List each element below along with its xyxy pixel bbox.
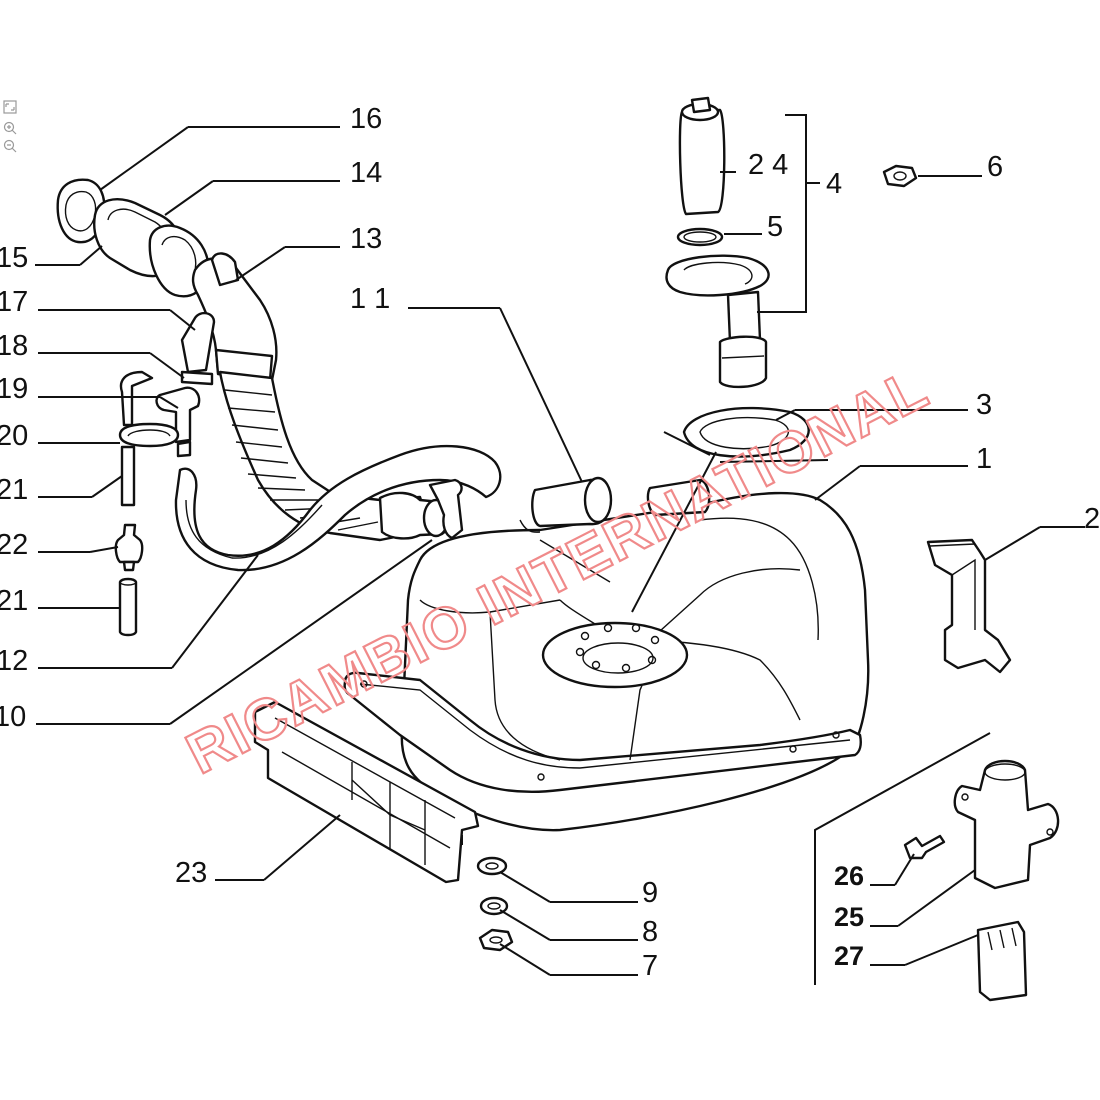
- callout-21-upper: 21: [0, 474, 28, 506]
- callout-labels: 16 14 15 13 1 1 17 18 19 20 21 22 21 1 2 …: [0, 103, 1100, 982]
- callout-7: 7: [642, 950, 658, 982]
- callout-21-lower: 21: [0, 585, 28, 617]
- zoom-in-icon[interactable]: [3, 121, 17, 135]
- callout-6: 6: [987, 151, 1003, 183]
- inset-frame: [814, 732, 991, 985]
- connector-27: [976, 920, 1028, 1002]
- breather-pipe: [174, 444, 502, 572]
- fuel-filter-22: [114, 523, 144, 572]
- sensor-25: [953, 759, 1060, 890]
- callout-3: 3: [976, 389, 992, 421]
- fuel-pump-4: [665, 96, 770, 389]
- callout-4: 4: [826, 168, 842, 200]
- callout-1: 1: [976, 443, 992, 475]
- support-plate-23: [253, 700, 480, 884]
- filler-neck: [519, 476, 711, 533]
- leader-lines: [35, 114, 1085, 976]
- callout-12: 12: [0, 645, 28, 677]
- fit-icon[interactable]: [3, 100, 17, 114]
- callout-16: 16: [350, 103, 382, 135]
- viewer-toolbar[interactable]: [3, 100, 17, 153]
- seal-5: [677, 228, 723, 246]
- pump-opening: [541, 621, 689, 689]
- nut-7: [478, 928, 514, 952]
- nut-6: [882, 164, 918, 188]
- hose-clip-20: [118, 422, 180, 448]
- callout-15: 15: [0, 242, 28, 274]
- hose-21-lower: [118, 577, 138, 637]
- callout-26: 26: [834, 861, 864, 891]
- callout-20: 20: [0, 420, 28, 452]
- bolt-26: [903, 834, 946, 860]
- callout-27: 27: [834, 941, 864, 971]
- callout-14: 14: [350, 157, 382, 189]
- callout-11: 1 1: [350, 283, 390, 315]
- callout-8: 8: [642, 916, 658, 948]
- callout-17: 17: [0, 286, 28, 318]
- filler-hose-13: [191, 252, 278, 382]
- callout-24: 2 4: [748, 149, 788, 181]
- callout-5: 5: [767, 211, 783, 243]
- callout-2: 2: [1084, 503, 1100, 535]
- washer-9: [476, 856, 508, 876]
- callout-9: 9: [642, 877, 658, 909]
- bracket-2: [926, 538, 1012, 674]
- callout-25: 25: [834, 902, 864, 932]
- clamp-10: [428, 478, 464, 540]
- fuel-tank: [343, 476, 870, 832]
- callout-13: 13: [350, 223, 382, 255]
- callout-18: 18: [0, 330, 28, 362]
- callout-19: 19: [0, 373, 28, 405]
- hose-21-upper: [119, 370, 154, 507]
- callout-10: 10: [0, 701, 26, 733]
- zoom-out-icon[interactable]: [3, 139, 17, 153]
- callout-22: 22: [0, 529, 28, 561]
- vent-hose-17: [180, 311, 216, 386]
- callout-23: 23: [175, 857, 207, 889]
